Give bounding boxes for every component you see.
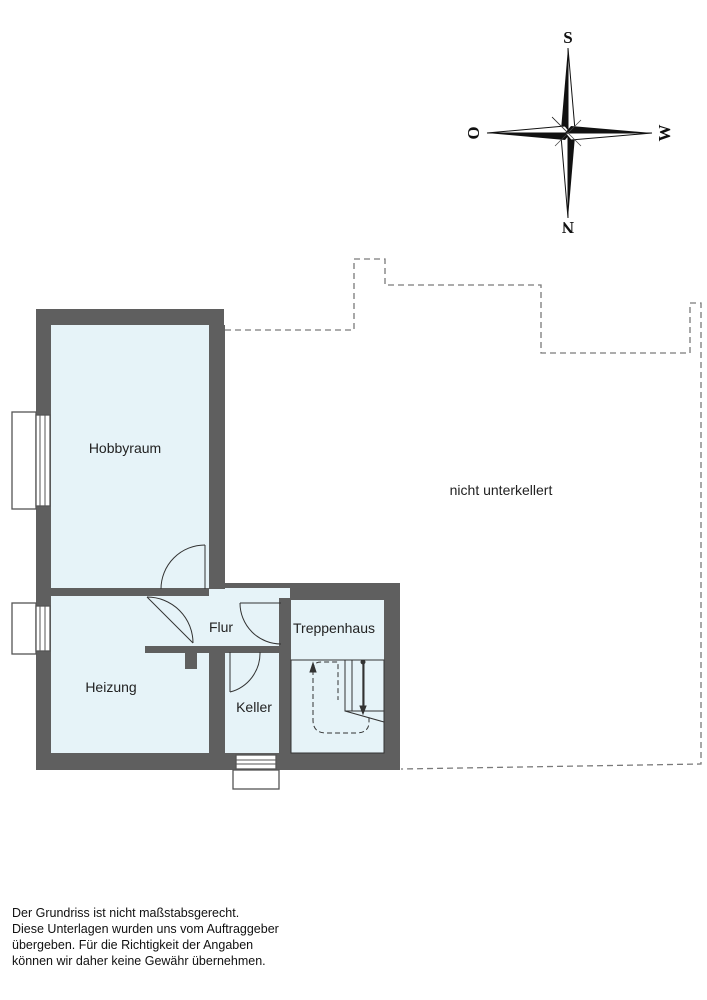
door-heizung [146,596,194,644]
window-heizung [11,602,51,655]
label-keller: Keller [236,699,272,715]
label-treppenhaus: Treppenhaus [293,620,375,636]
disclaimer-line: Der Grundriss ist nicht maßstabsgerecht. [12,906,240,920]
disclaimer-text: Der Grundriss ist nicht maßstabsgerecht.… [12,905,352,969]
door-treppenhaus [239,602,282,645]
door-keller [229,651,261,693]
interior-wall [279,653,291,753]
interior-wall [185,653,197,669]
compass-letter-left: O [464,126,483,139]
label-hobbyraum: Hobbyraum [89,440,161,456]
compass-letter-bottom: N [561,218,574,237]
interior-wall [51,588,145,596]
disclaimer-line: können wir daher keine Gewähr übernehmen… [12,954,266,968]
interior-wall [291,583,400,600]
interior-wall [260,646,291,653]
room-keller [225,653,279,753]
disclaimer-line: übergeben. Für die Richtigkeit der Angab… [12,938,254,952]
interior-wall [51,753,400,770]
interior-wall [145,646,229,653]
interior-wall [36,309,51,770]
window-keller [232,754,280,790]
compass-letter-top: S [563,28,572,47]
disclaimer-line: Diese Unterlagen wurden uns vom Auftragg… [12,922,279,936]
room-flur-lower [209,588,290,608]
interior-wall [209,646,225,753]
window-hobbyraum [11,411,51,510]
label-flur: Flur [209,619,233,635]
interior-wall [225,583,291,588]
interior-wall [209,325,225,583]
door-hobbyraum [160,544,206,590]
label-area-note: nicht unterkellert [450,482,553,498]
room-hobbyraum [51,325,209,588]
interior-wall [384,600,400,753]
compass-letter-right: W [655,125,674,142]
compass-rose: S N O W [464,28,674,237]
staircase [290,659,385,754]
interior-wall [209,583,225,589]
label-heizung: Heizung [85,679,136,695]
